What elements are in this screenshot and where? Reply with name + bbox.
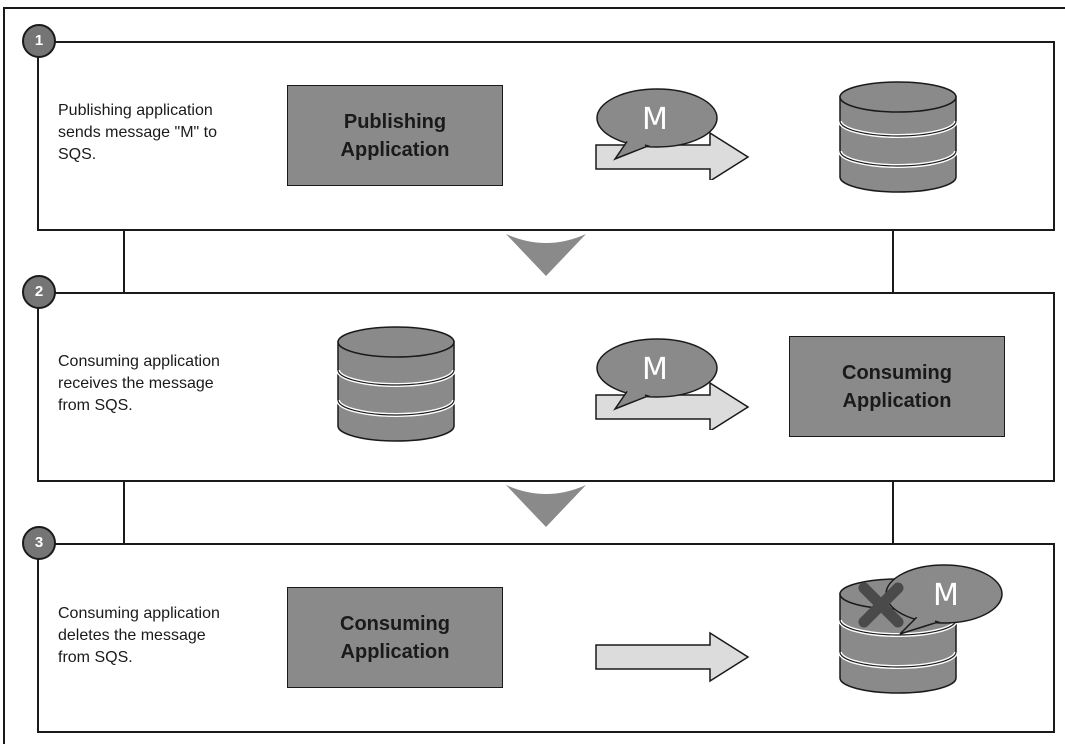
message-label: M <box>642 102 668 137</box>
down-arrow-1 <box>506 234 586 276</box>
sqs-queue-database-icon <box>336 326 456 442</box>
consuming-application-box: Consuming Application <box>287 587 503 688</box>
step-1-badge: 1 <box>22 24 56 58</box>
message-label: M <box>642 352 668 387</box>
step-3-description: Consuming application deletes the messag… <box>58 605 220 666</box>
message-receive-arrow: M <box>595 338 750 430</box>
message-label: M <box>933 578 959 613</box>
step-2-badge: 2 <box>22 275 56 309</box>
sqs-queue-database-icon <box>838 81 958 193</box>
step-1-description: Publishing application sends message "M"… <box>58 102 217 163</box>
consuming-application-box: Consuming Application <box>789 336 1005 437</box>
message-bubble: M <box>596 338 718 411</box>
step-3-badge: 3 <box>22 526 56 560</box>
delete-arrow <box>595 631 750 683</box>
message-bubble: M <box>596 88 718 161</box>
step-2-description: Consuming application receives the messa… <box>58 353 220 414</box>
deleted-message-bubble: M <box>885 564 1003 635</box>
down-arrow-2 <box>506 485 586 527</box>
publishing-application-box: Publishing Application <box>287 85 503 186</box>
delete-x-icon <box>858 582 904 628</box>
message-send-arrow: M <box>595 88 750 180</box>
